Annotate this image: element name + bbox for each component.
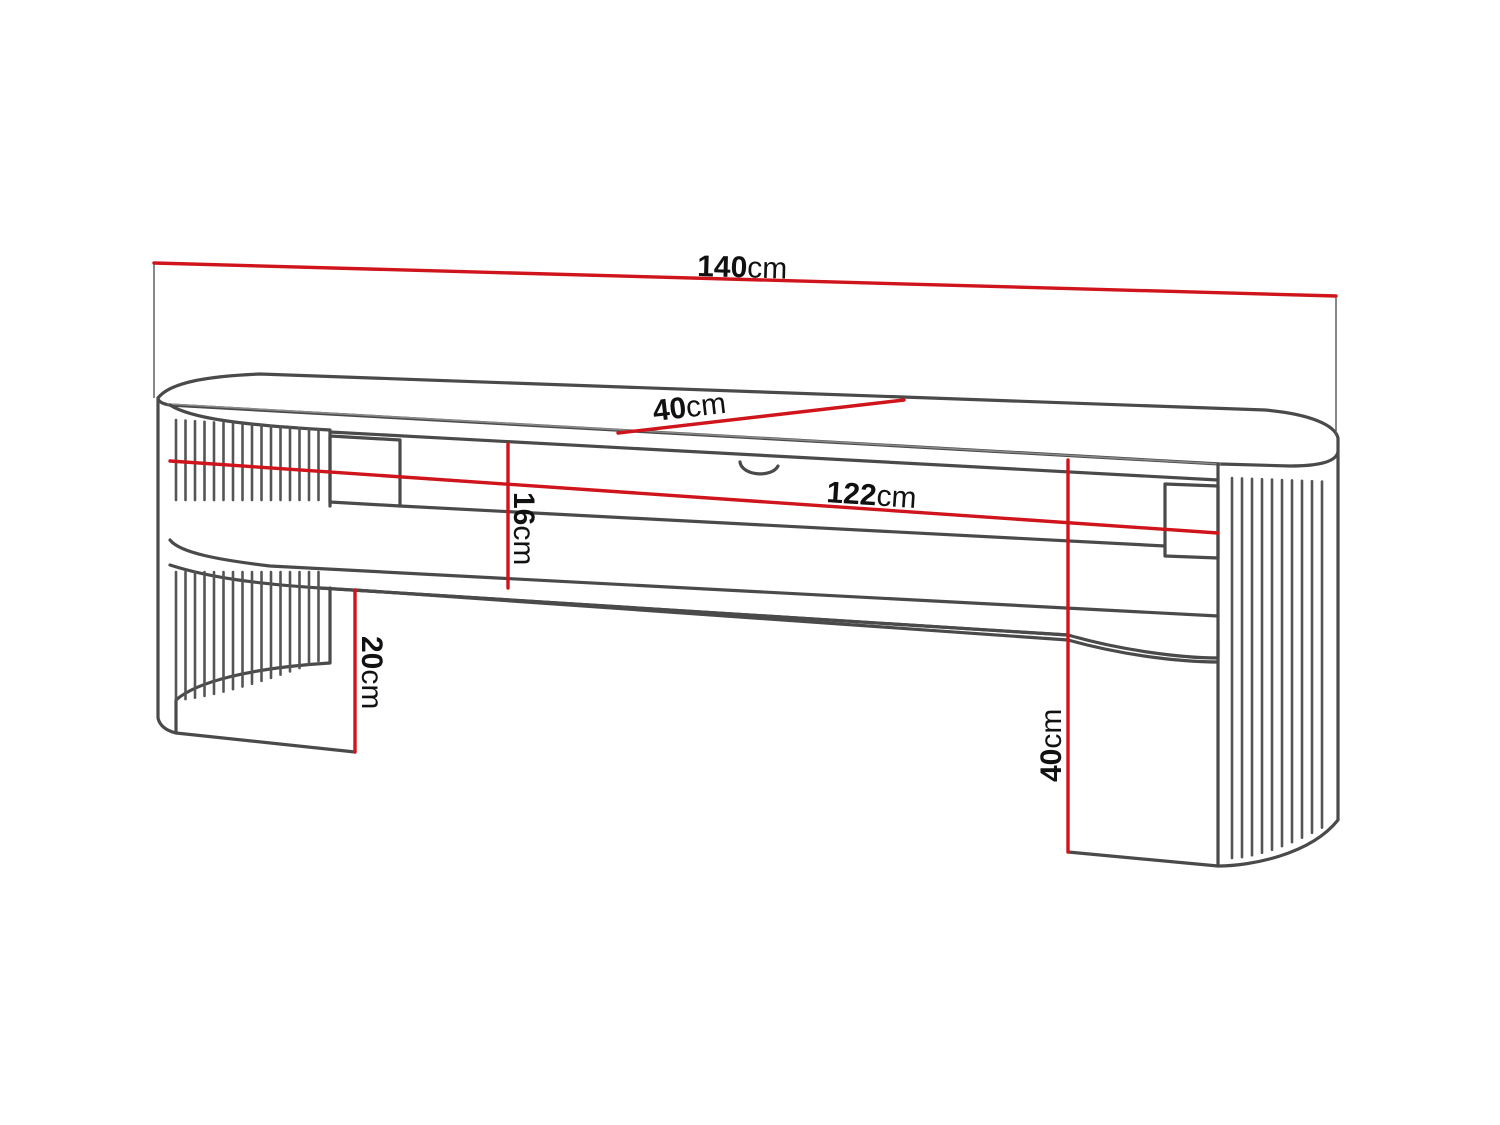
leg-clearance-label: 20cm [355,636,388,709]
shelf-height-label: 16cm [507,492,540,565]
right-end-panel-base [1066,850,1220,868]
left-window [328,434,402,508]
height-label: 40cm [1035,709,1068,782]
right-panel-fluting [1230,476,1324,860]
back-panel-bottom [398,504,1167,548]
top-slab-inner-edge [167,403,1221,465]
bottom-slab-edge [353,588,1220,664]
cable-notch [738,460,780,476]
left-end-panel [156,396,332,735]
width-label: 140cm [697,250,788,286]
left-panel-fluting [174,418,320,702]
tv-stand-outline [156,372,1340,868]
back-panel-top [328,430,1220,482]
width-dimension-line [152,261,1338,298]
right-end-panel [1216,450,1340,868]
dimension-labels: 140cm 40cm 122cm 16cm 20cm 40cm [355,250,1068,782]
depth-label: 40cm [651,387,728,428]
inner-width-dimension-line [168,459,1220,535]
left-end-panel-base [174,731,357,754]
middle-shelf [168,538,1220,618]
right-window [1163,482,1220,560]
depth-dimension-line [616,398,906,435]
inner-width-label: 122cm [826,476,918,515]
top-slab [156,372,1340,468]
bottom-slab-front [318,586,1220,660]
dimension-lines [152,261,1338,854]
